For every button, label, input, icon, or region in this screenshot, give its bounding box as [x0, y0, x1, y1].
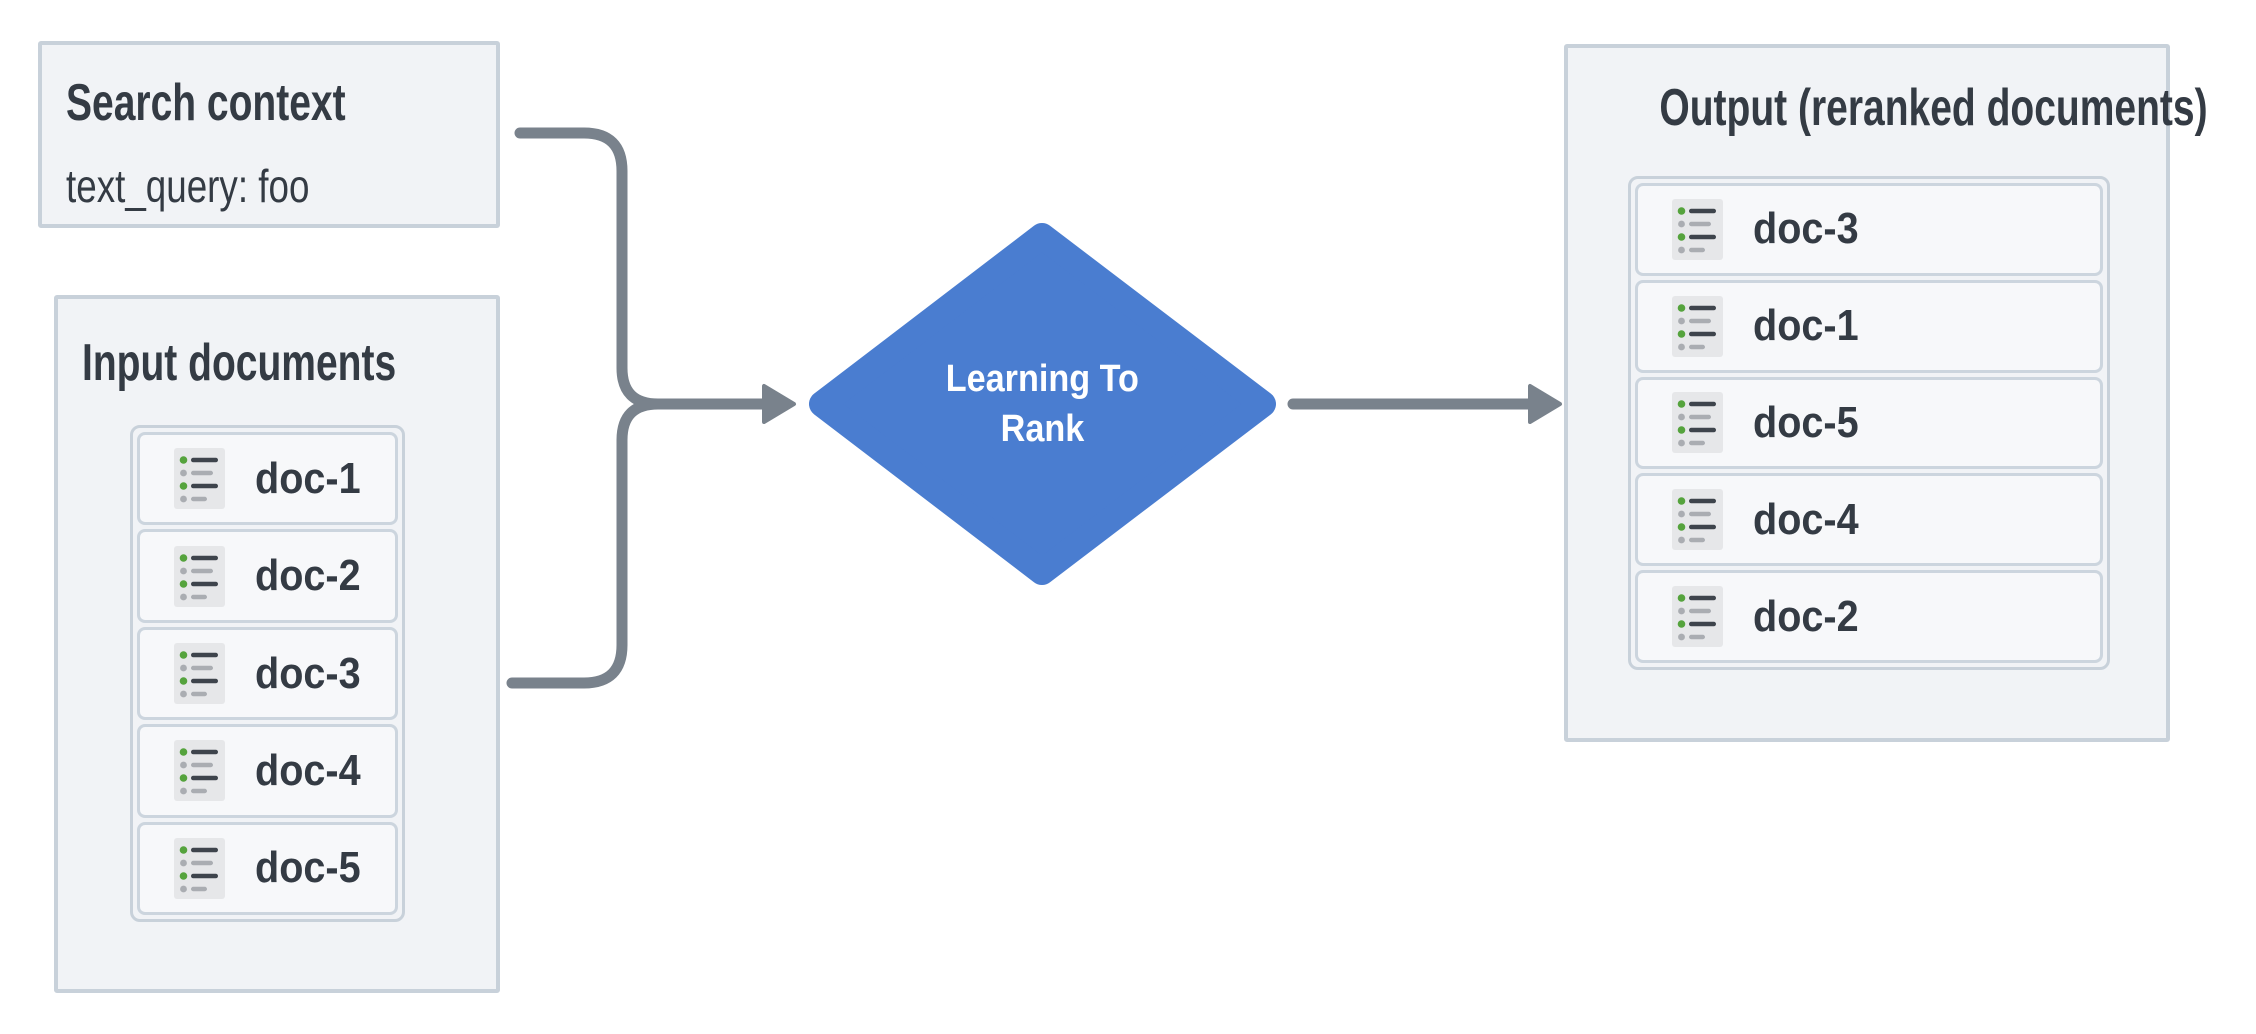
list-icon [174, 546, 225, 607]
search-context-connector [514, 127, 664, 410]
list-icon [174, 643, 225, 704]
doc-card: doc-1 [137, 432, 398, 526]
doc-label: doc-5 [1753, 397, 1859, 447]
doc-card: doc-5 [1635, 376, 2103, 470]
doc-card: doc-3 [1635, 183, 2103, 276]
doc-card: doc-4 [1635, 473, 2103, 567]
list-icon [1672, 296, 1723, 357]
learning-to-rank-label: Learning To Rank [945, 358, 1139, 450]
input-documents-list: doc-1 doc-2 doc-3 doc-4 doc-5 [130, 425, 405, 922]
doc-label: doc-3 [255, 648, 361, 698]
doc-card: doc-2 [137, 529, 398, 623]
input-documents-connector [506, 398, 664, 689]
doc-card: doc-2 [1635, 570, 2103, 663]
output-documents-title: Output (reranked documents) [1659, 79, 2208, 137]
doc-label: doc-4 [1753, 494, 1859, 544]
list-icon [1672, 489, 1723, 550]
list-icon [1672, 392, 1723, 453]
doc-card: doc-3 [137, 626, 398, 721]
list-icon [1672, 199, 1723, 260]
merged-arrow-head [762, 384, 796, 424]
input-documents-box: Input documents doc-1 doc-2 doc-3 doc-4 … [54, 295, 500, 993]
search-query-text: text_query: foo [66, 160, 310, 212]
list-icon [1672, 586, 1723, 647]
input-documents-title: Input documents [82, 334, 397, 392]
doc-label: doc-1 [1753, 301, 1859, 351]
doc-card: doc-1 [1635, 279, 2103, 373]
doc-card: doc-4 [137, 724, 398, 818]
doc-label: doc-4 [255, 745, 361, 795]
output-documents-list: doc-3 doc-1 doc-5 doc-4 doc-2 [1628, 176, 2110, 670]
doc-card: doc-5 [137, 821, 398, 916]
list-icon [174, 740, 225, 801]
search-context-box: Search context text_query: foo [38, 41, 500, 228]
output-documents-box: Output (reranked documents) doc-3 doc-1 … [1564, 44, 2208, 742]
list-icon [174, 448, 225, 509]
learning-to-rank-diamond [809, 223, 1276, 585]
list-icon [174, 838, 225, 899]
doc-label: doc-5 [255, 843, 361, 893]
doc-label: doc-2 [255, 551, 361, 601]
output-arrow-head [1528, 384, 1562, 424]
search-context-title: Search context [66, 74, 346, 132]
doc-label: doc-1 [255, 453, 361, 503]
doc-label: doc-3 [1753, 204, 1859, 254]
doc-label: doc-2 [1753, 591, 1859, 641]
